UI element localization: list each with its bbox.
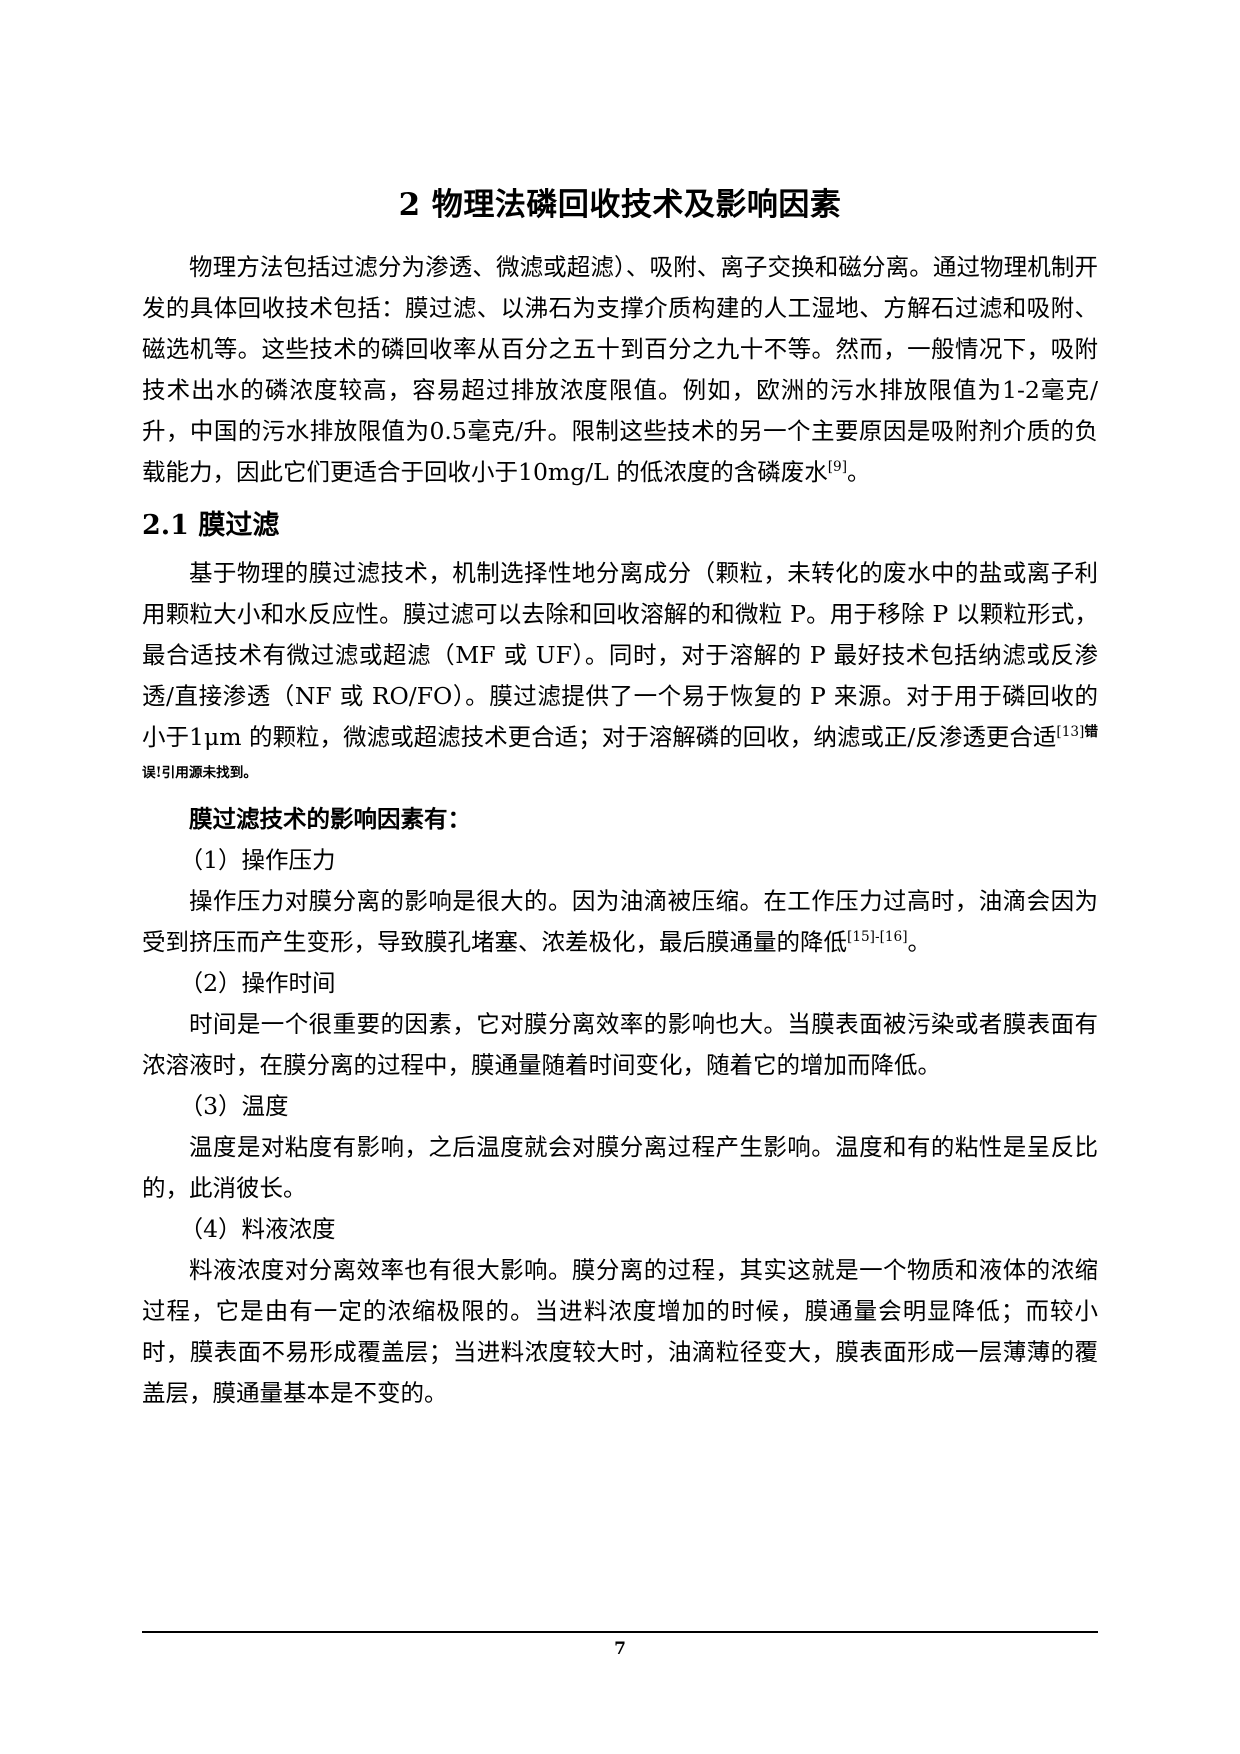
factor-label-4: （4）料液浓度 [179, 1215, 336, 1244]
intro-paragraph-tail: 。 [847, 458, 871, 487]
section-2-1-body: 基于物理的膜过滤技术，机制选择性地分离成分（颗粒，未转化的废水中的盐或离子利用颗… [142, 553, 1098, 799]
factor-body-3: 温度是对粘度有影响，之后温度就会对膜分离过程产生影响。温度和有的粘性是呈反比的，… [142, 1133, 1098, 1203]
citation-ref-16: [16] [879, 929, 908, 946]
factor-body-4: 料液浓度对分离效率也有很大影响。膜分离的过程，其实这就是一个物质和液体的浓缩过程… [142, 1256, 1098, 1408]
page-title: 2 物理法磷回收技术及影响因素 [398, 187, 842, 223]
factor-body-2: 时间是一个很重要的因素，它对膜分离效率的影响也大。当膜表面被污染或者膜表面有浓溶… [142, 1010, 1098, 1080]
citation-ref-13: [13] [1056, 724, 1085, 741]
factor-label-1: （1）操作压力 [179, 846, 336, 875]
intro-paragraph: 物理方法包括过滤分为渗透、微滤或超滤）、吸附、离子交换和磁分离。通过物理机制开发… [142, 247, 1098, 493]
section-heading-2-1: 2.1 膜过滤 [142, 510, 280, 542]
page-number: 7 [614, 1639, 626, 1659]
factor-label-3: （3）温度 [179, 1092, 289, 1121]
error-reference-not-found: 错误!引用源未找到。 [142, 724, 1098, 782]
citation-ref-15: [15]- [847, 929, 880, 946]
intro-paragraph-text: 物理方法包括过滤分为渗透、微滤或超滤）、吸附、离子交换和磁分离。通过物理机制开发… [142, 253, 1098, 487]
page-footer: 7 [142, 1631, 1098, 1659]
citation-ref-9: [9] [827, 459, 848, 476]
factor-body-1-text: 操作压力对膜分离的影响是很大的。因为油滴被压缩。在工作压力过高时，油滴会因为受到… [142, 887, 1098, 957]
factor-body-1: 操作压力对膜分离的影响是很大的。因为油滴被压缩。在工作压力过高时，油滴会因为受到… [142, 881, 1098, 963]
factor-label-2: （2）操作时间 [179, 969, 336, 998]
factor-body-1-tail: 。 [907, 928, 932, 957]
footer-divider [142, 1631, 1098, 1633]
factors-lead-in: 膜过滤技术的影响因素有： [189, 805, 471, 834]
section-2-1-body-text: 基于物理的膜过滤技术，机制选择性地分离成分（颗粒，未转化的废水中的盐或离子利用颗… [142, 559, 1098, 752]
